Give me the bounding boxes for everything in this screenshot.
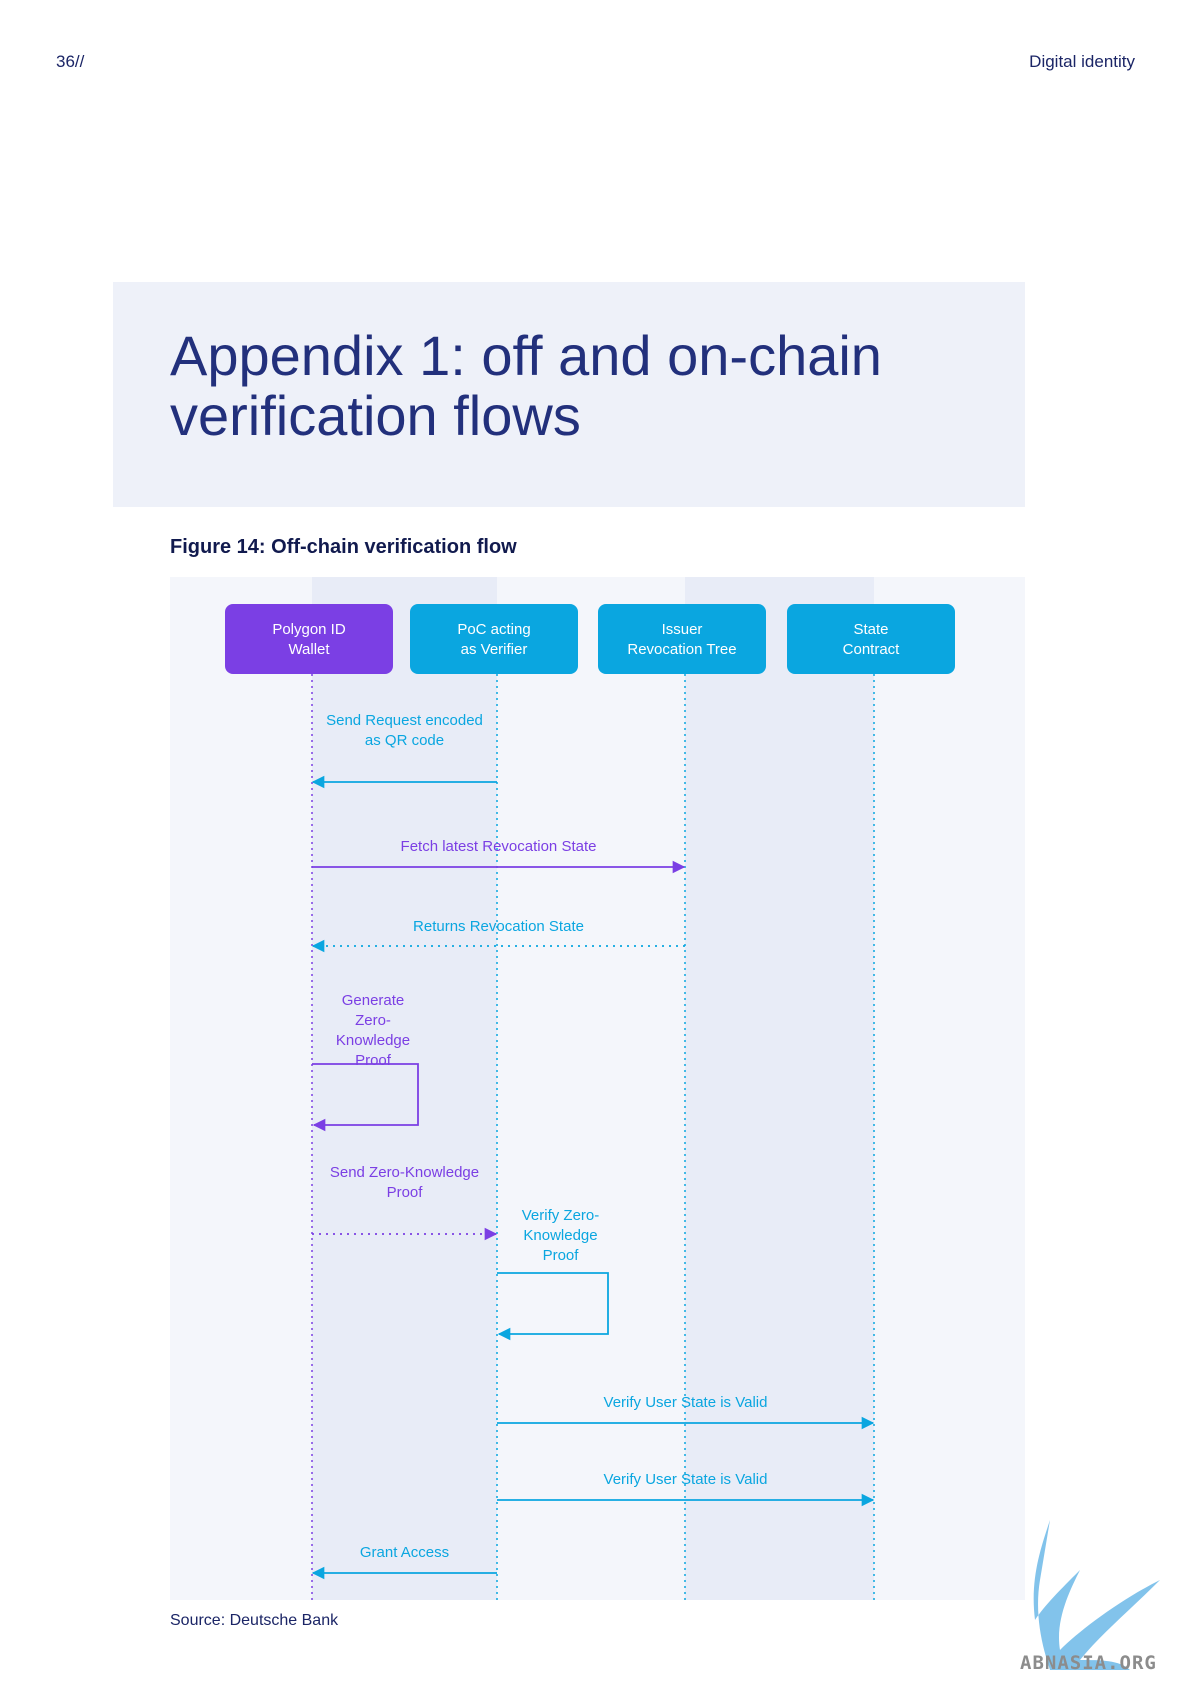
figure-source: Source: Deutsche Bank [170,1612,339,1629]
appendix-title-line2: verification flows [170,384,581,447]
participant-label-wallet: Polygon ID [272,621,346,638]
message-label-2: Returns Revocation State [413,918,584,935]
self-message-5 [497,1272,609,1341]
watermark-logo [1033,1520,1160,1670]
message-label-3: Knowledge [336,1032,410,1049]
message-label-1: Fetch latest Revocation State [401,838,597,855]
figure-name: Off-chain verification flow [271,536,517,558]
message-label-5: Knowledge [523,1227,597,1244]
participant-label-verifier: PoC acting [457,621,530,638]
participant-box-state [787,604,955,674]
participant-label-issuer: Revocation Tree [627,641,736,658]
lane-shade [685,577,874,1600]
participant-box-wallet [225,604,393,674]
participant-box-issuer [598,604,766,674]
message-label-6: Verify User State is Valid [604,1394,768,1411]
message-label-0: as QR code [365,732,444,749]
message-label-3: Generate [342,992,405,1009]
sequence-diagram: Polygon ID Wallet PoC acting as Verifier Iss… [170,577,1025,1600]
sequence-diagram-svg: Polygon ID Wallet PoC acting as Verifier Iss… [225,577,955,1600]
participant-label-state: State [853,621,888,638]
self-message-3 [312,1063,419,1132]
figure-label: Figure 14: [170,536,266,558]
message-label-5: Proof [543,1247,580,1264]
appendix-title: Appendix 1: off and on-chain verificatio… [170,326,990,446]
participant-label-issuer: Issuer [662,621,703,638]
lane-shade [312,577,497,1600]
message-label-8: Grant Access [360,1544,449,1561]
figure-title: Figure 14: Off-chain verification flow [170,536,517,559]
message-label-7: Verify User State is Valid [604,1471,768,1488]
participant-label-verifier: as Verifier [461,641,528,658]
message-label-3: Proof [355,1052,392,1069]
section-name: Digital identity [1029,52,1135,71]
participant-box-verifier [410,604,578,674]
message-label-3: Zero- [355,1012,391,1029]
message-label-4: Send Zero-Knowledge [330,1164,479,1181]
appendix-banner: Appendix 1: off and on-chain verificatio… [113,282,1025,507]
message-label-5: Verify Zero- [522,1207,600,1224]
participant-label-wallet: Wallet [288,641,330,658]
watermark-text: ABNASIA.ORG [1020,1652,1157,1674]
message-label-0: Send Request encoded [326,712,483,729]
appendix-title-line1: Appendix 1: off and on-chain [170,324,882,387]
participant-label-state: Contract [843,641,901,658]
message-label-4: Proof [387,1184,424,1201]
page-number: 36// [56,52,85,71]
